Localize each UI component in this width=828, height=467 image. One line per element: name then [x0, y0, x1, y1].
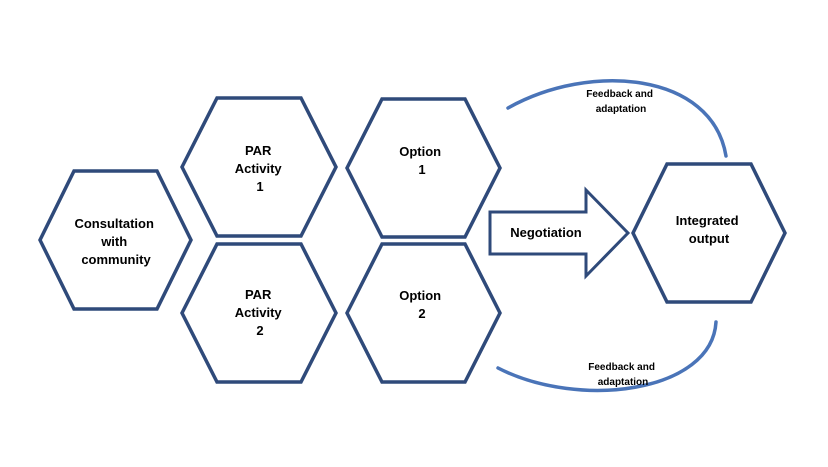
consultation-line-1: Consultation [74, 216, 153, 231]
consultation-label: Consultation with community [74, 216, 157, 267]
hexagon-option-1: Option 1 [345, 97, 502, 239]
integrated-label: Integrated output [676, 213, 742, 246]
integrated-line-2: output [689, 231, 730, 246]
option2-line-1: Option [399, 288, 441, 303]
feedback-top-line-1: Feedback and [586, 89, 653, 100]
hexagon-option-2: Option 2 [345, 242, 502, 384]
feedback-top-line-2: adaptation [596, 104, 647, 115]
consultation-line-2: with [100, 234, 127, 249]
par1-label: PAR Activity 1 [235, 143, 286, 194]
negotiation-label: Negotiation [510, 225, 582, 240]
feedback-arc-top [506, 79, 728, 158]
consultation-line-3: community [81, 252, 151, 267]
feedback-top-label: Feedback and adaptation [586, 89, 655, 115]
option2-line-2: 2 [418, 306, 425, 321]
option1-line-1: Option [399, 144, 441, 159]
negotiation-arrow: Negotiation [488, 186, 631, 280]
par1-line-1: PAR [245, 143, 272, 158]
option2-label: Option 2 [399, 288, 445, 321]
feedback-bottom-label: Feedback and adaptation [588, 362, 657, 388]
feedback-bottom-line-2: adaptation [598, 377, 649, 388]
par1-line-3: 1 [256, 179, 263, 194]
option1-label: Option 1 [399, 144, 445, 177]
par2-line-1: PAR [245, 287, 272, 302]
par2-line-3: 2 [256, 323, 263, 338]
feedback-arc-bottom [496, 320, 718, 393]
hexagon-consultation: Consultation with community [38, 169, 193, 311]
option1-line-2: 1 [418, 162, 425, 177]
hexagon-par-activity-2: PAR Activity 2 [180, 242, 338, 384]
par1-line-2: Activity [235, 161, 283, 176]
hexagon-integrated-output: Integrated output [631, 162, 787, 304]
integrated-line-1: Integrated [676, 213, 739, 228]
feedback-bottom-line-1: Feedback and [588, 362, 655, 373]
hexagon-par-activity-1: PAR Activity 1 [180, 96, 338, 238]
par2-line-2: Activity [235, 305, 283, 320]
par2-label: PAR Activity 2 [235, 287, 286, 338]
